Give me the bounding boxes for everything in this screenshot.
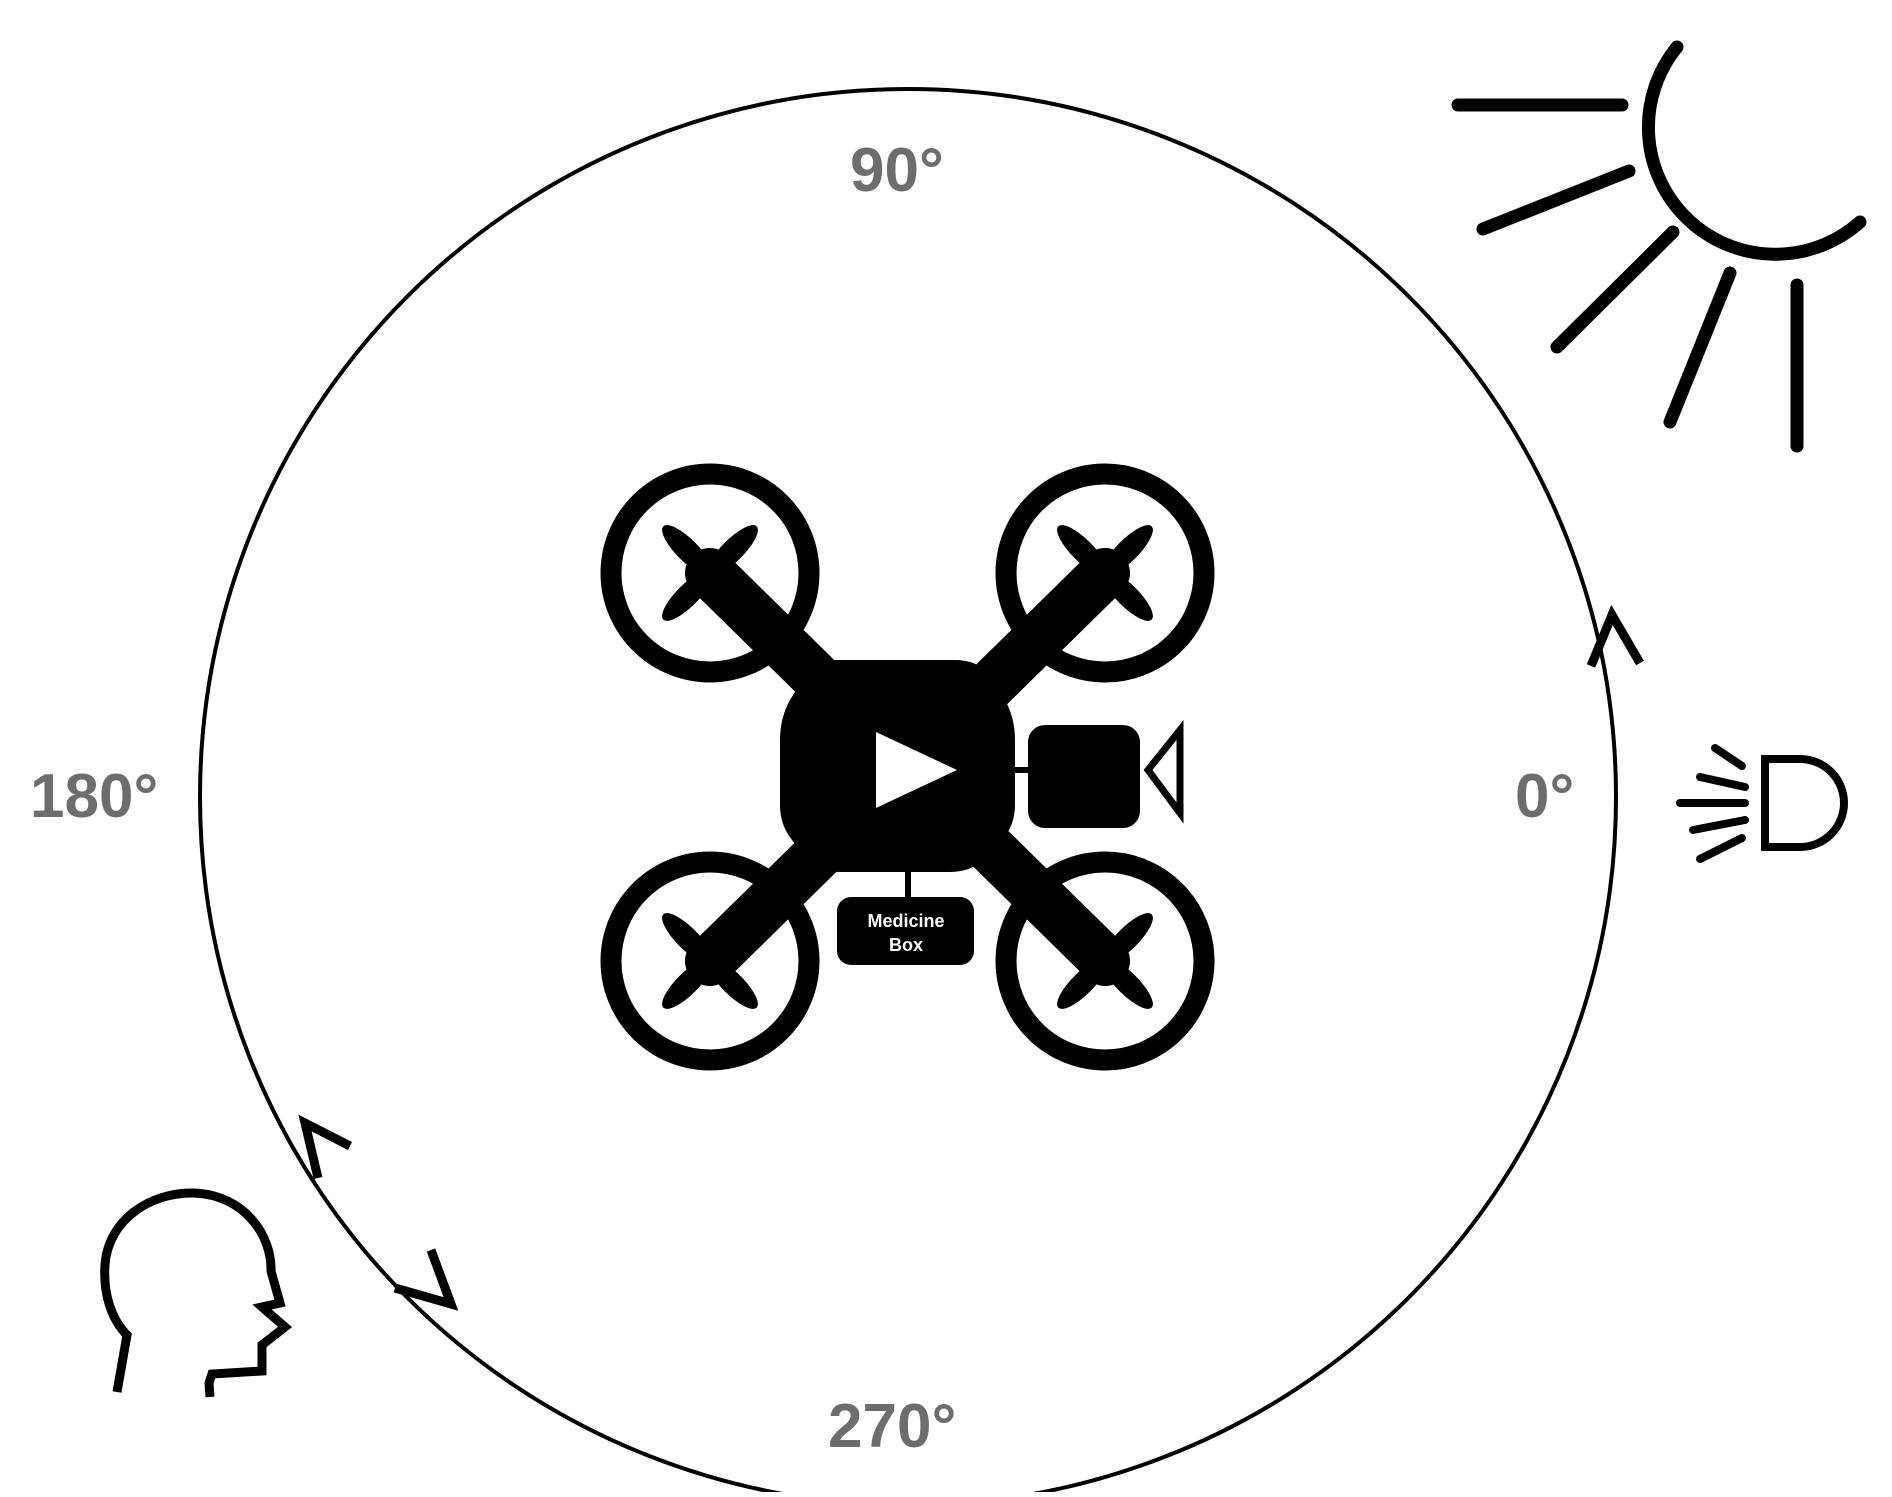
angle-label-180: 180° [30,762,159,831]
quadcopter-drone-icon: Medicine Box [600,463,1215,1071]
propeller-icon [662,913,758,1009]
orbit-arrow-ccw-icon [1586,604,1644,668]
medicine-box: Medicine Box [837,872,974,965]
sun-icon [1451,40,1867,453]
angle-label-90: 90° [850,136,944,205]
medicine-box-label-line1: Medicine [867,911,944,931]
headlight-icon [1676,744,1848,863]
direction-arrow-icon [876,732,957,808]
angle-label-0: 0° [1515,762,1575,831]
orbit-arrow-up-icon [298,1114,353,1180]
propeller-icon [1057,913,1153,1009]
angle-label-270: 270° [828,1392,957,1461]
propeller-icon [662,525,758,621]
person-head-icon [100,1188,293,1398]
orbit-circle [198,87,1618,1497]
orbit-arrow-down-icon [393,1248,459,1311]
propeller-icon [1057,525,1153,621]
medicine-box-label-line2: Box [889,935,923,955]
camera-icon [1012,720,1184,828]
